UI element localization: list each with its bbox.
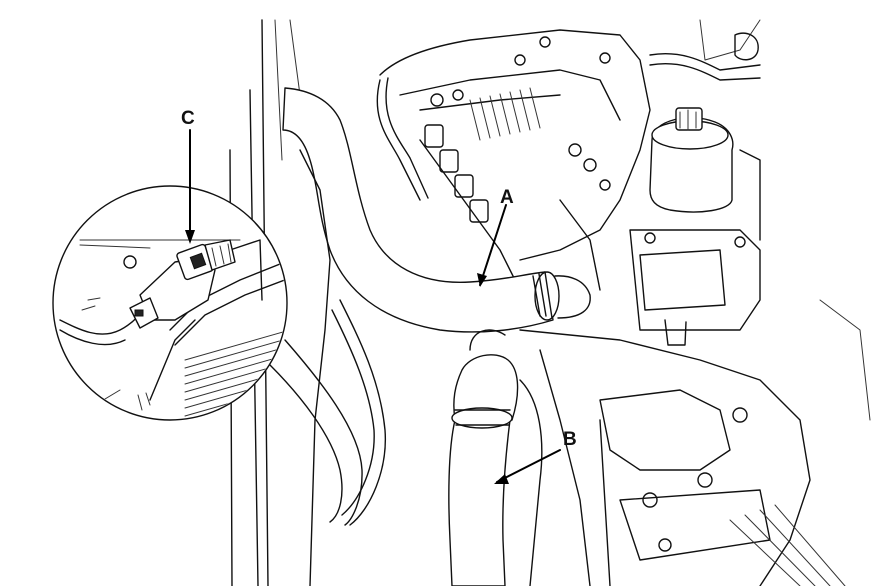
arrowhead-a	[477, 273, 487, 287]
lower-radiator-hose	[448, 329, 519, 586]
detail-callout	[52, 185, 363, 526]
radiator-core	[299, 149, 387, 586]
arrowhead-b	[494, 474, 509, 484]
lower-engine	[519, 299, 871, 586]
label-c: C	[181, 108, 195, 129]
cylinder-head	[379, 29, 651, 291]
leader-line-b	[496, 449, 561, 483]
arrowhead-c	[185, 230, 195, 244]
leader-line-a	[479, 204, 507, 286]
radiator-fins	[184, 329, 286, 417]
reservoir-cap	[649, 107, 734, 213]
wiring-harness	[376, 19, 761, 201]
upper-radiator-hose	[282, 87, 591, 333]
right-housing	[629, 149, 761, 346]
label-b: B	[563, 429, 577, 450]
sensor-connector	[129, 239, 236, 329]
leaders	[185, 129, 561, 484]
label-a: A	[500, 187, 514, 208]
